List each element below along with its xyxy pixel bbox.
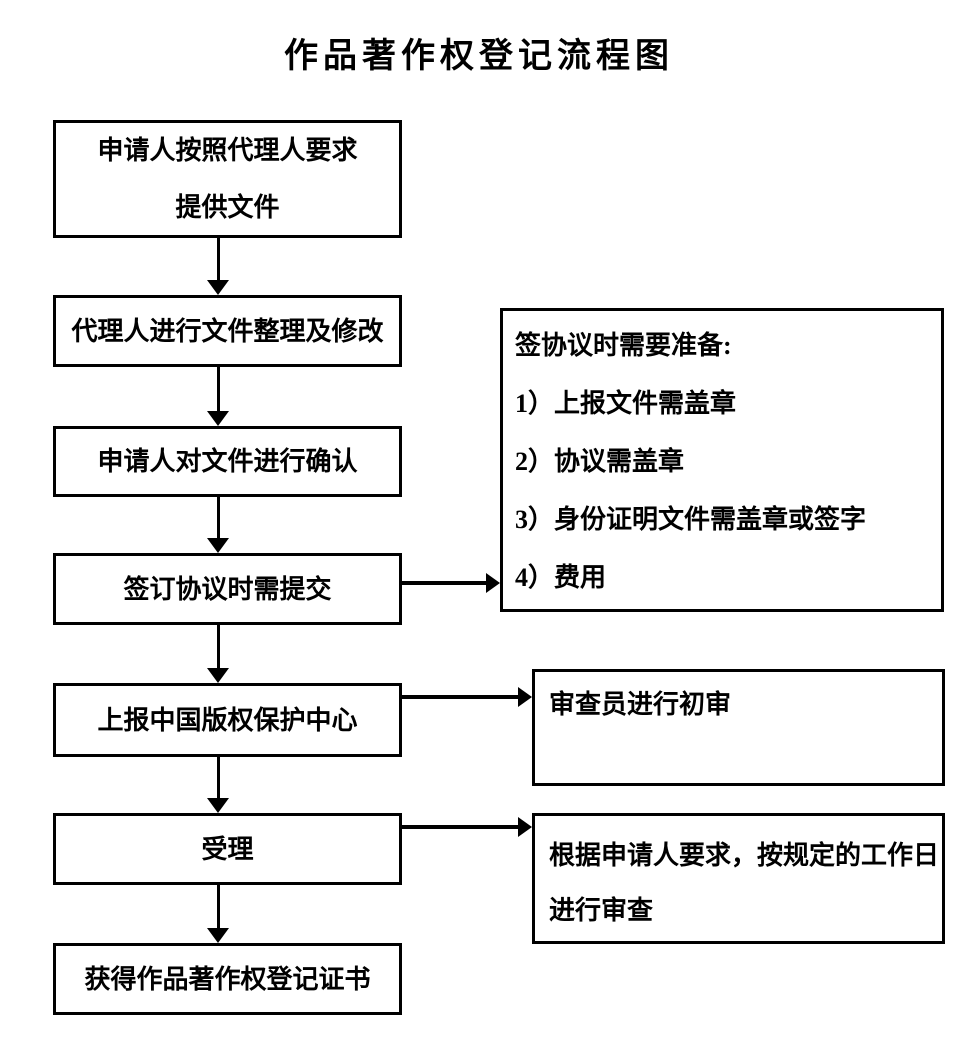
down-arrow-6-head-icon <box>207 928 229 943</box>
down-arrow-4-line <box>217 625 220 668</box>
note-text: 进行审查 <box>549 896 654 925</box>
step-text: 申请人按照代理人要求 <box>97 136 358 165</box>
note-agreement-preparation: 签协议时需要准备: 1）上报文件需盖章 2）协议需盖章 3）身份证明文件需盖章或… <box>500 308 944 612</box>
down-arrow-2-head-icon <box>207 411 229 426</box>
step-text: 受理 <box>201 834 254 864</box>
note-text: 签协议时需要准备: <box>515 331 732 360</box>
note-text: 根据申请人要求，按规定的工作日 <box>549 841 940 870</box>
down-arrow-3-line <box>217 497 220 538</box>
flow-step-sign-agreement-submit: 签订协议时需提交 <box>53 553 402 625</box>
right-arrow-2-line <box>402 695 520 699</box>
down-arrow-6-line <box>217 885 220 928</box>
right-arrow-3-line <box>402 825 520 829</box>
down-arrow-5-head-icon <box>207 798 229 813</box>
flow-step-applicant-confirm: 申请人对文件进行确认 <box>53 426 402 497</box>
diagram-title: 作品著作权登记流程图 <box>284 37 674 75</box>
step-text: 获得作品著作权登记证书 <box>84 964 371 994</box>
note-preliminary-review: 审查员进行初审 <box>532 669 945 786</box>
step-text: 提供文件 <box>175 193 280 222</box>
down-arrow-4-head-icon <box>207 668 229 683</box>
flow-step-agent-organize: 代理人进行文件整理及修改 <box>53 295 402 367</box>
step-text: 上报中国版权保护中心 <box>97 705 358 735</box>
note-text: 3）身份证明文件需盖章或签字 <box>515 505 867 534</box>
right-arrow-1-line <box>402 581 488 585</box>
note-text: 审查员进行初审 <box>549 690 732 719</box>
right-arrow-2-head-icon <box>518 687 532 707</box>
down-arrow-1-line <box>217 238 220 280</box>
step-text: 申请人对文件进行确认 <box>97 447 358 476</box>
flow-step-obtain-certificate: 获得作品著作权登记证书 <box>53 943 402 1015</box>
down-arrow-3-head-icon <box>207 538 229 553</box>
note-text: 2）协议需盖章 <box>515 447 685 476</box>
down-arrow-5-line <box>217 757 220 798</box>
flow-step-provide-documents: 申请人按照代理人要求 提供文件 <box>53 120 402 238</box>
note-text: 1）上报文件需盖章 <box>515 389 737 418</box>
right-arrow-1-head-icon <box>486 573 500 593</box>
note-examination-period: 根据申请人要求，按规定的工作日 进行审查 <box>532 813 945 944</box>
flow-step-report-to-copyright-center: 上报中国版权保护中心 <box>53 683 402 757</box>
step-text: 代理人进行文件整理及修改 <box>71 316 384 346</box>
down-arrow-2-line <box>217 367 220 411</box>
note-text: 4）费用 <box>515 563 607 592</box>
step-text: 签订协议时需提交 <box>123 574 332 604</box>
down-arrow-1-head-icon <box>207 280 229 295</box>
right-arrow-3-head-icon <box>518 817 532 837</box>
flow-step-acceptance: 受理 <box>53 813 402 885</box>
